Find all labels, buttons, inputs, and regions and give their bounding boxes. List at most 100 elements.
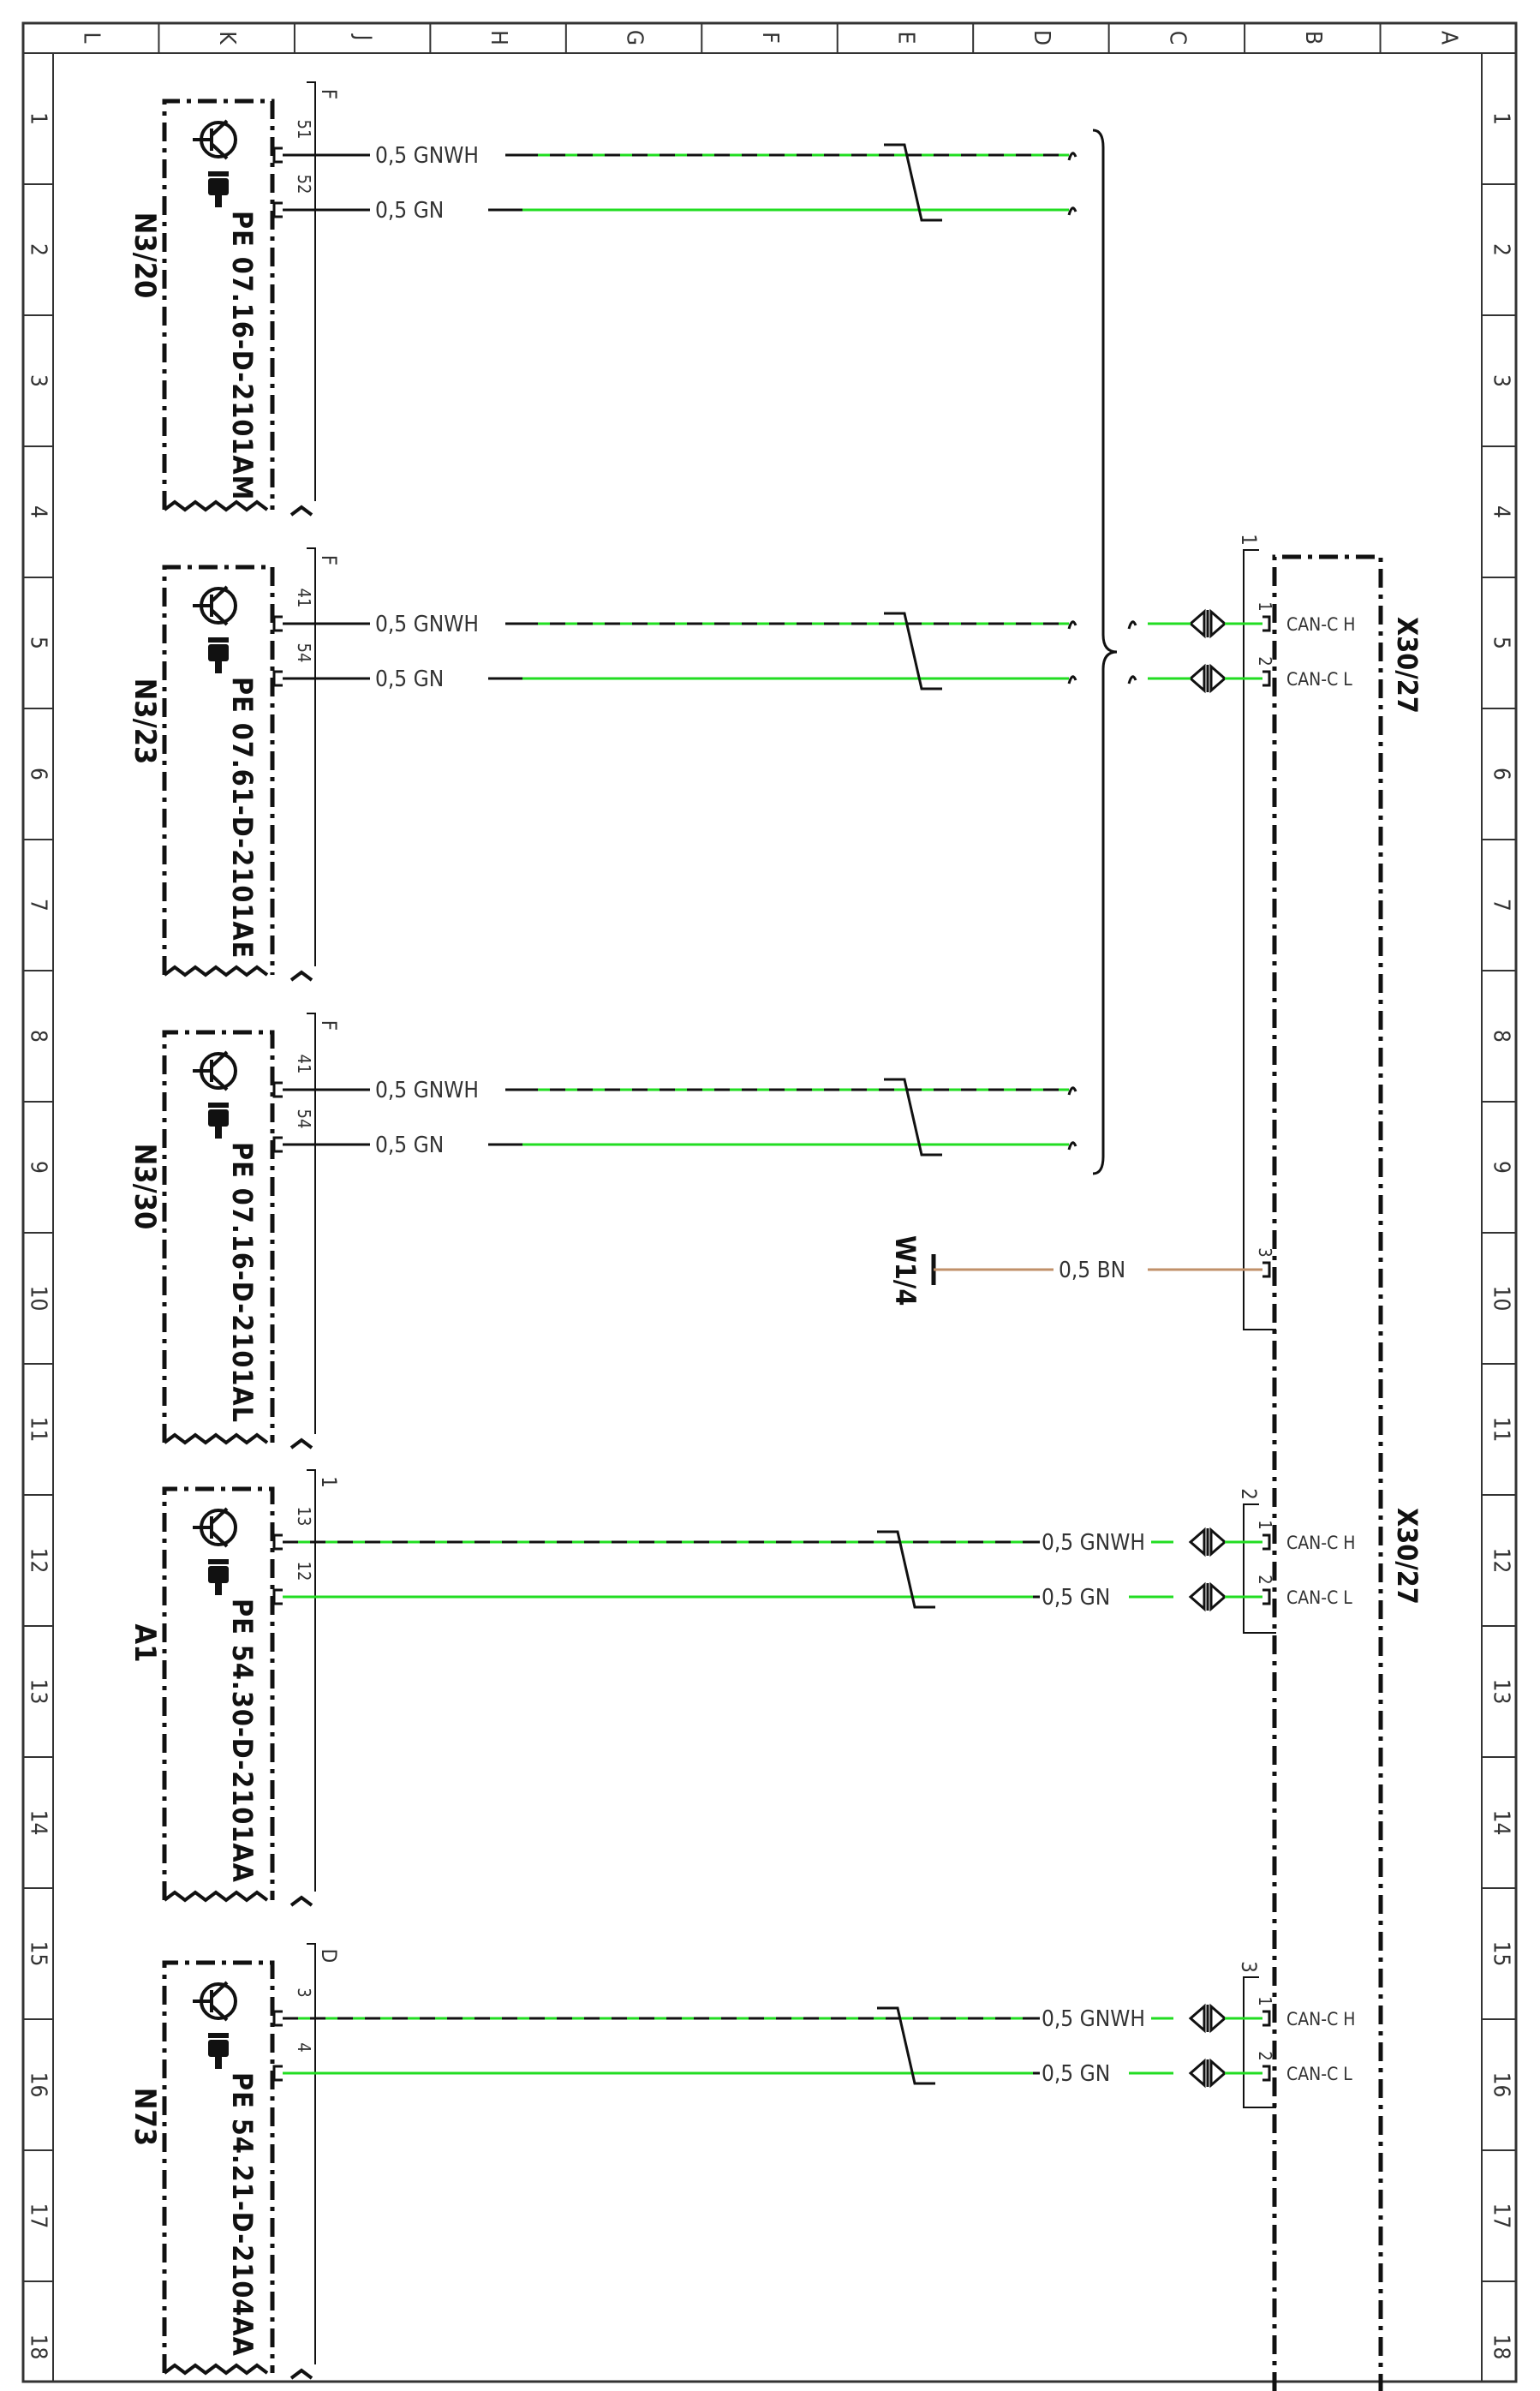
pin-number: 41 — [294, 1055, 314, 1074]
transistor-collector — [210, 119, 229, 137]
pin-number: 12 — [294, 1562, 314, 1581]
component-reference-code: PE 54.21-D-2104AA — [226, 2072, 259, 2357]
row-label-left-11: 11 — [26, 1417, 51, 1443]
plug-config-label: D — [317, 1949, 341, 1964]
hand-finger — [215, 1583, 222, 1595]
coupling-icon — [1188, 1527, 1227, 1557]
coupling-left — [1188, 608, 1206, 639]
column-label-j: J — [350, 33, 376, 41]
wire-n73-4: 40,5 GN — [272, 2042, 1173, 2087]
pin-number: 13 — [294, 1507, 314, 1527]
connector-pin-terminal — [1262, 2065, 1271, 2082]
plug-break-line — [289, 2368, 313, 2380]
can-bus-bundle — [1092, 129, 1118, 1175]
column-label-a: A — [1436, 31, 1461, 45]
hand-palm — [208, 1109, 229, 1127]
connector-name-label: X30/27 — [1391, 1508, 1424, 1605]
row-label-right-2: 2 — [1489, 243, 1514, 256]
coupling-right — [1209, 1581, 1227, 1612]
coupling-left — [1188, 2058, 1206, 2089]
component-id-label: N3/20 — [128, 212, 162, 299]
hand-finger — [215, 195, 222, 207]
transistor-emitter — [210, 142, 229, 160]
row-label-left-1: 1 — [26, 112, 51, 125]
connector-group-number: 2 — [1237, 1488, 1261, 1500]
pin-number: 52 — [294, 175, 314, 194]
connector-pin-number: 2 — [1255, 1575, 1275, 1584]
wire-break — [1067, 1086, 1077, 1096]
row-label-left-12: 12 — [26, 1548, 51, 1574]
coupling-icon — [1188, 663, 1227, 694]
bus-in-break — [1127, 675, 1137, 684]
plug-bracket — [307, 1013, 316, 1434]
transistor-icon — [193, 1981, 237, 2022]
wire-label: 0,5 GN — [1042, 1585, 1110, 1611]
column-label-k: K — [214, 31, 240, 45]
row-label-left-9: 9 — [26, 1161, 51, 1174]
plug-break-line — [289, 1895, 313, 1907]
connector-pin-terminal — [1262, 1588, 1271, 1605]
connector-signal-label: CAN-C L — [1286, 669, 1352, 690]
column-label-l: L — [79, 32, 104, 43]
connector-signal-label: CAN-C H — [1286, 614, 1355, 635]
component-id-label: N3/23 — [128, 678, 162, 765]
component-id-label: A1 — [128, 1624, 162, 1663]
row-label-right-10: 10 — [1489, 1286, 1514, 1312]
coupling-left — [1188, 1581, 1206, 1612]
pin-terminal — [272, 2010, 283, 2027]
row-label-right-14: 14 — [1489, 1810, 1514, 1836]
transistor-emitter — [210, 1073, 229, 1091]
column-label-d: D — [1029, 30, 1054, 45]
wire-n3-23-54: 540,5 GN — [272, 643, 1077, 692]
pin-number: 41 — [294, 589, 314, 608]
component-reference-code: PE 07.16-D-2101AM — [226, 211, 259, 500]
row-label-right-9: 9 — [1489, 1161, 1514, 1174]
wire-label: 0,5 GNWH — [375, 143, 479, 169]
component-n3-20: F PE 07.16-D-2101AM N3/20 — [128, 81, 341, 517]
hand-pointer-icon — [208, 1559, 229, 1595]
twisted-pair-marker — [877, 1530, 935, 1609]
hand-cuff — [208, 171, 229, 176]
transistor-icon — [193, 1507, 237, 1548]
wire-label: 0,5 GNWH — [1042, 2006, 1145, 2032]
row-label-left-17: 17 — [26, 2203, 51, 2229]
coupling-right — [1209, 608, 1227, 639]
hand-finger — [215, 1127, 222, 1139]
bus-in-break — [1127, 620, 1137, 630]
hand-palm — [208, 1566, 229, 1583]
connector-boundary — [1272, 554, 1383, 2391]
column-label-h: H — [486, 30, 511, 45]
pin-terminal — [272, 1081, 283, 1098]
row-label-right-1: 1 — [1489, 112, 1514, 125]
hand-cuff — [208, 637, 229, 643]
pin-number: 4 — [294, 2042, 314, 2052]
plug-bracket — [307, 1469, 316, 1892]
pin-terminal — [272, 1533, 283, 1551]
twisted-pair-marker — [877, 2006, 935, 2085]
wire-break — [1067, 152, 1077, 161]
row-label-right-15: 15 — [1489, 1941, 1514, 1967]
row-label-right-11: 11 — [1489, 1417, 1514, 1443]
plug-config-label: F — [317, 89, 341, 99]
connector-signal-label: CAN-C L — [1286, 1587, 1352, 1608]
component-break-line — [163, 1432, 269, 1445]
coupling-icon — [1188, 2058, 1227, 2089]
plug-config-label: F — [317, 1020, 341, 1031]
pin-terminal — [272, 146, 283, 164]
connector-pin-terminal — [1262, 1533, 1271, 1551]
pin-terminal — [272, 615, 283, 632]
row-label-right-17: 17 — [1489, 2203, 1514, 2229]
column-label-e: E — [892, 32, 918, 45]
wire-break — [1067, 1141, 1077, 1151]
row-label-right-4: 4 — [1489, 505, 1514, 518]
hand-cuff — [208, 1103, 229, 1108]
wire-a1-13: 130,5 GNWH — [272, 1507, 1173, 1556]
row-label-left-4: 4 — [26, 505, 51, 518]
